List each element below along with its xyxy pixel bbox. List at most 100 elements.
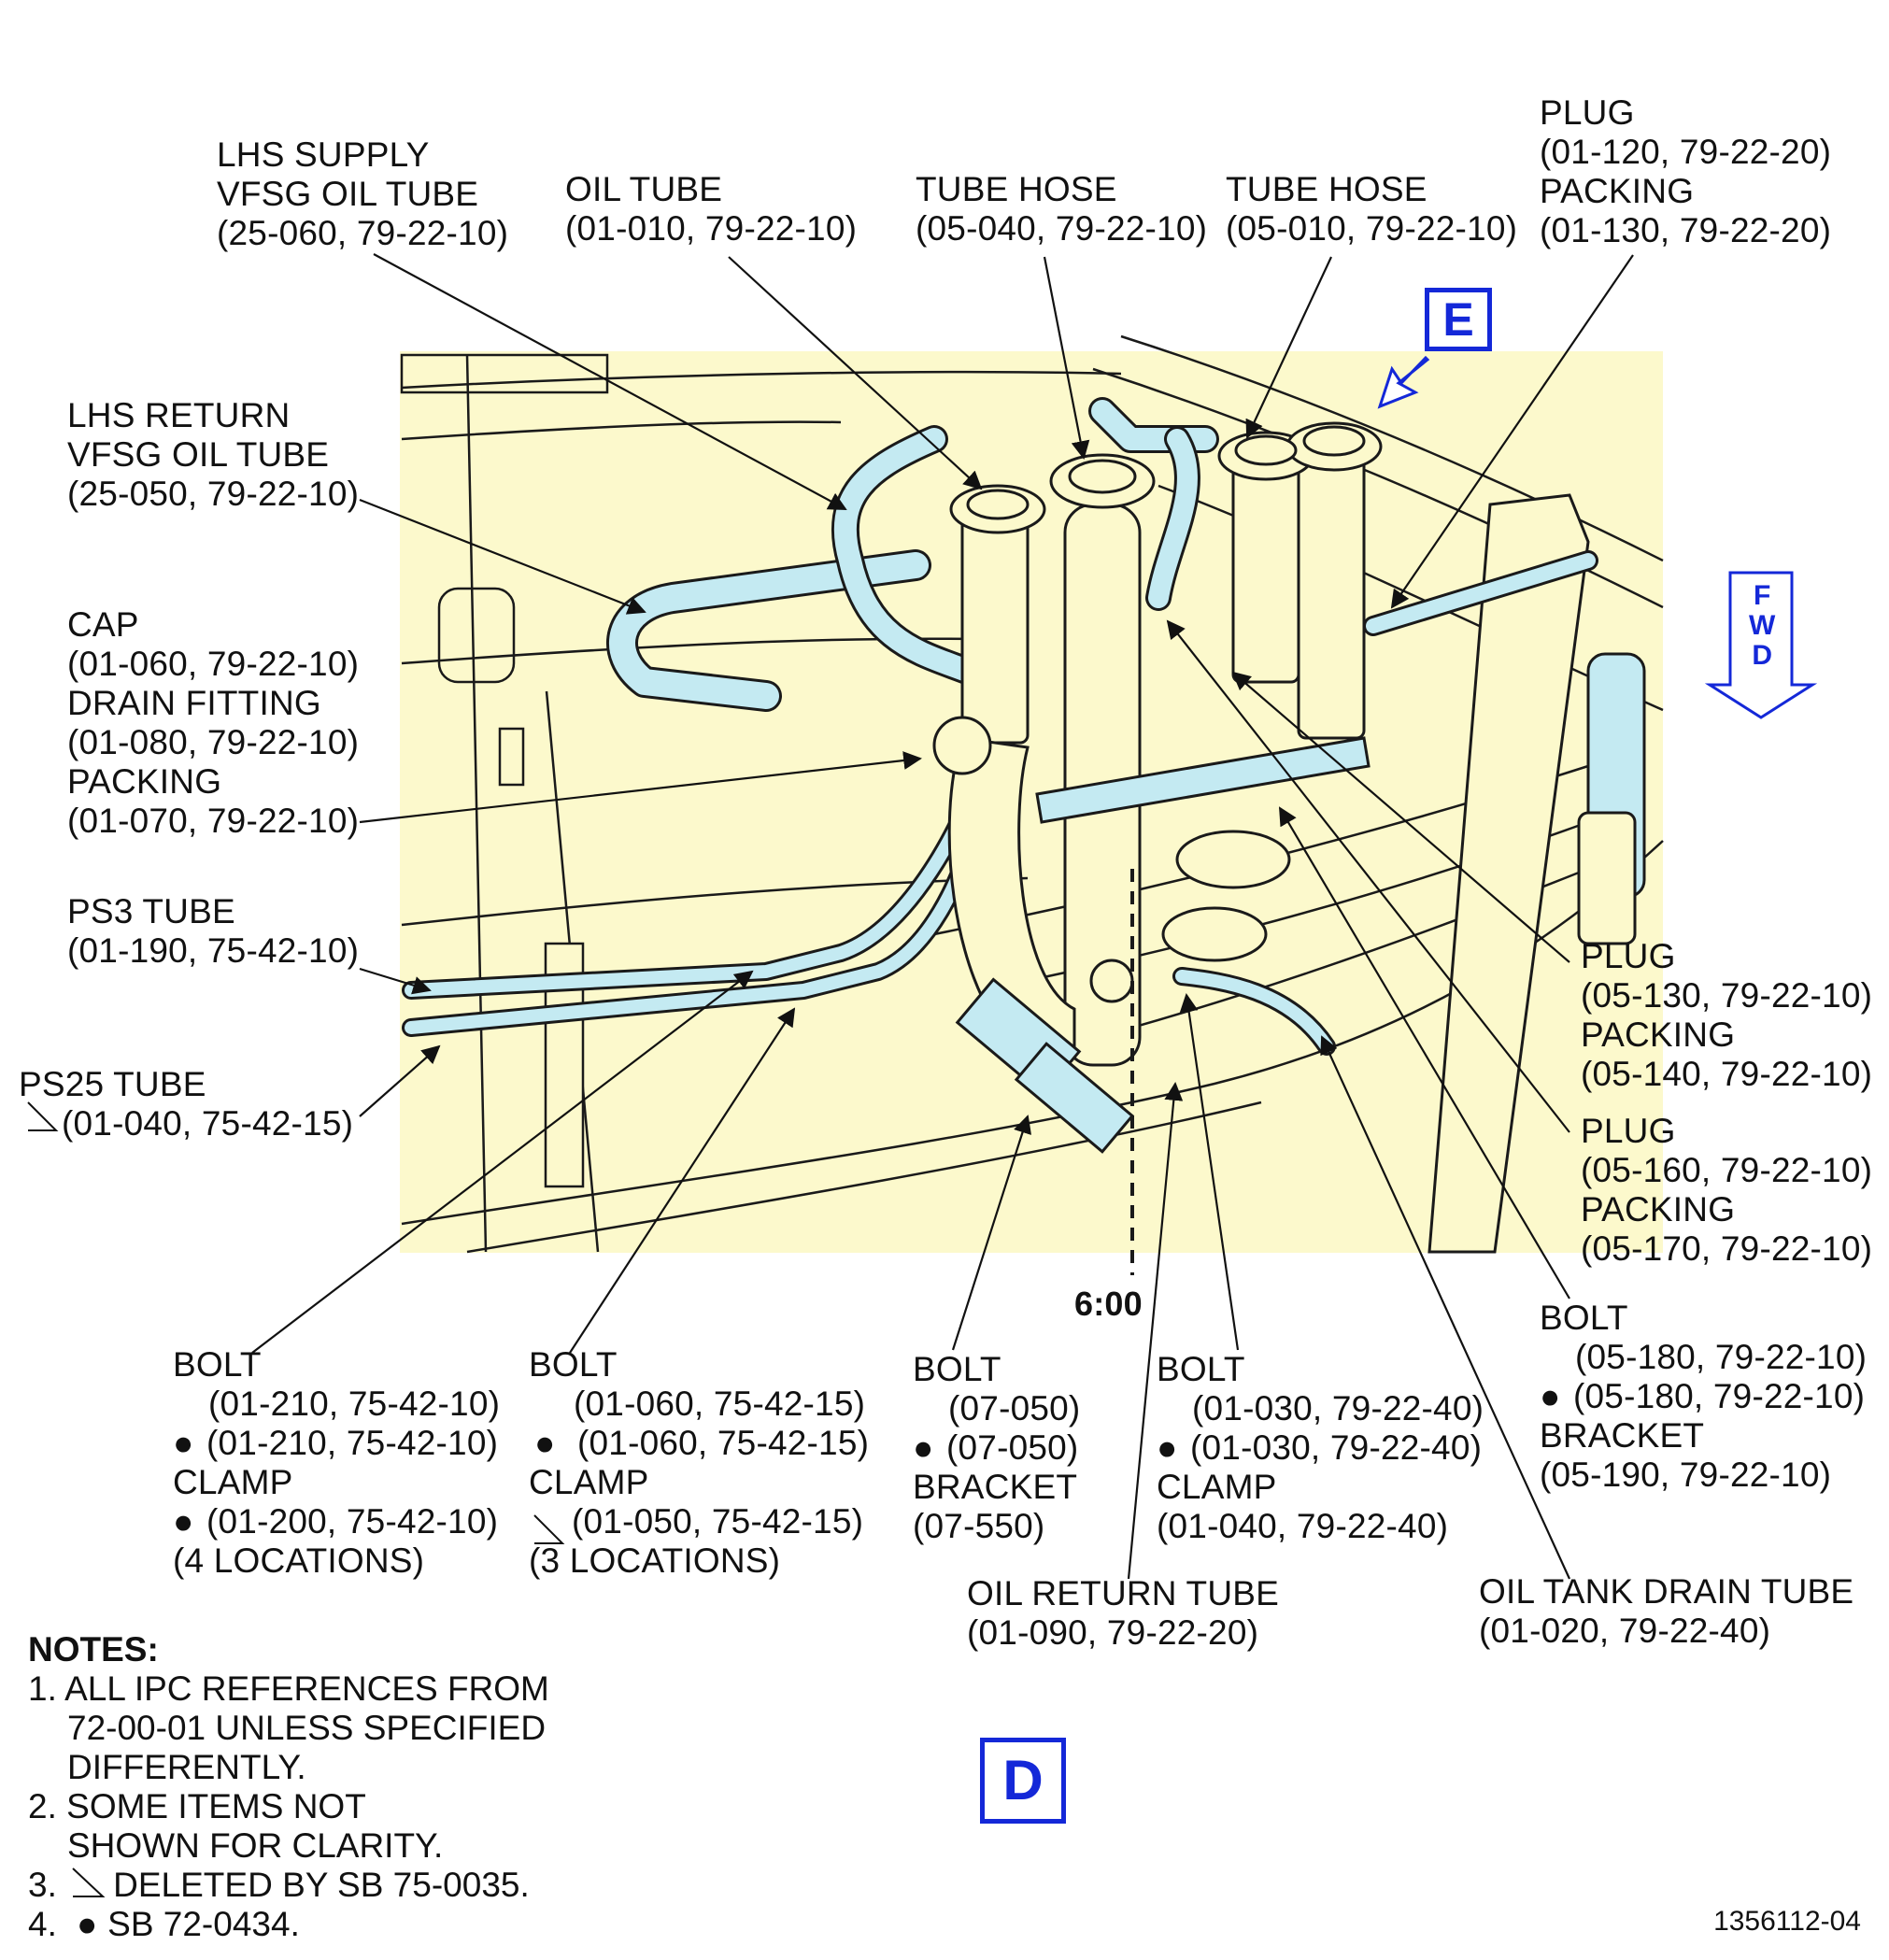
label-line: (01-210, 75-42-10) [206,1424,499,1462]
label-line: (05-010, 79-22-10) [1226,209,1518,248]
fwd-arrow [1704,571,1818,719]
label-ps3-tube: PS3 TUBE (01-190, 75-42-10) [67,892,359,971]
label-line: BRACKET [1540,1416,1705,1455]
label-line: (05-170, 79-22-10) [1581,1229,1873,1268]
note-line: 72-00-01 UNLESS SPECIFIED [67,1709,547,1747]
label-line: (01-060, 75-42-15) [577,1424,870,1462]
label-line: (01-030, 79-22-40) [1192,1389,1484,1427]
label-line: (05-040, 79-22-10) [916,209,1208,248]
label-oil-tank-drain-tube: OIL TANK DRAIN TUBE (01-020, 79-22-40) [1479,1572,1853,1651]
label-line: (05-140, 79-22-10) [1581,1055,1873,1093]
label-line: (01-060, 79-22-10) [67,645,360,683]
label-line: (07-050) [948,1389,1081,1427]
label-line: (01-120, 79-22-20) [1540,133,1832,171]
label-line: (01-080, 79-22-10) [67,723,360,761]
sb-72-0434-bullet-icon: ● [76,1905,98,1943]
clock-position-label: 6:00 [1074,1285,1143,1323]
label-line: (05-130, 79-22-10) [1581,976,1873,1015]
label-line: (01-070, 79-22-10) [67,802,360,840]
label-line: BOLT [913,1350,1001,1388]
label-line: TUBE HOSE [1226,170,1427,208]
label-line: (05-160, 79-22-10) [1581,1151,1873,1189]
view-d-label: D [980,1738,1066,1824]
sb-72-0434-bullet-icon: ● [1540,1377,1561,1415]
label-line: CLAMP [529,1463,649,1501]
label-line: CLAMP [1157,1468,1277,1506]
leader-lines [251,253,1634,1580]
label-line: TUBE HOSE [916,170,1117,208]
right-bracket-panel [1427,493,1646,1254]
fwd-label: F W D [1749,581,1776,671]
sb-72-0434-bullet-icon: ● [534,1424,556,1462]
label-line: CAP [67,605,139,644]
label-line: (3 LOCATIONS) [529,1541,781,1580]
fwd-letter: D [1752,640,1773,671]
label-line: OIL TANK DRAIN TUBE [1479,1572,1854,1611]
label-tube-hose-05-040: TUBE HOSE (05-040, 79-22-10) [916,170,1207,249]
label-tube-hose-05-010: TUBE HOSE (05-010, 79-22-10) [1226,170,1517,249]
note-number: 4. [28,1905,57,1943]
label-line: PACKING [67,762,222,801]
label-line: PACKING [1540,172,1695,210]
label-line: (01-040, 79-22-40) [1157,1507,1449,1545]
detail-e-callout[interactable]: E [1425,288,1492,351]
document-number: 1356112-04 [1713,1906,1861,1937]
label-line: (01-210, 75-42-10) [208,1385,501,1423]
label-line: (01-060, 75-42-15) [574,1385,866,1423]
label-line: PS25 TUBE [19,1065,206,1103]
label-line: (05-180, 79-22-10) [1573,1377,1866,1415]
label-line: BOLT [1157,1350,1245,1388]
deleted-symbols [27,1101,565,1897]
label-line: (07-050) [946,1428,1079,1467]
note-4: 4. ●SB 72-0434. [28,1905,549,1944]
label-line: (4 LOCATIONS) [173,1541,425,1580]
sb-72-0434-bullet-icon: ● [173,1424,194,1462]
label-bolt-clamp-01-060: BOLT (01-060, 75-42-15) ● (01-060, 75-42-… [529,1345,869,1581]
label-line: OIL TUBE [565,170,723,208]
tube-bracket [955,736,1371,1154]
notes-block: NOTES: 1. ALL IPC REFERENCES FROM 72-00-… [28,1630,549,1944]
fwd-letter: W [1749,610,1776,641]
label-line: OIL RETURN TUBE [967,1574,1279,1612]
label-line: (07-550) [913,1507,1045,1545]
label-line: PLUG [1540,93,1635,132]
label-line: BOLT [173,1345,262,1384]
label-bolt-bracket-07-050: BOLT (07-050) ●(07-050) BRACKET (07-550) [913,1350,1080,1546]
fwd-letter: F [1753,580,1771,611]
label-line: (25-050, 79-22-10) [67,475,360,513]
label-line: (05-180, 79-22-10) [1575,1338,1868,1376]
sb-72-0434-bullet-icon: ● [1157,1428,1178,1467]
note-line: DELETED BY SB 75-0035. [113,1866,530,1904]
note-line: 2. SOME ITEMS NOT [28,1787,366,1825]
sb-72-0434-bullet-icon: ● [913,1428,934,1467]
label-ps25-tube: PS25 TUBE (01-040, 75-42-15) [19,1065,353,1143]
label-line: (01-010, 79-22-10) [565,209,858,248]
label-plug-packing-05-130: PLUG (05-130, 79-22-10) PACKING (05-140,… [1581,937,1872,1094]
note-line: 1. ALL IPC REFERENCES FROM [28,1669,549,1708]
label-line: LHS RETURN [67,396,291,434]
label-line: DRAIN FITTING [67,684,321,722]
label-line: LHS SUPPLY [217,135,430,174]
label-line: BOLT [529,1345,618,1384]
label-bolt-clamp-01-210: BOLT (01-210, 75-42-10) ● (01-210, 75-42-… [173,1345,500,1581]
label-line: PS3 TUBE [67,892,235,930]
notes-title: NOTES: [28,1630,159,1669]
label-cap-drain-fitting-packing: CAP (01-060, 79-22-10) DRAIN FITTING (01… [67,605,359,841]
sb-72-0434-bullet-icon: ● [173,1502,194,1541]
label-line: (01-020, 79-22-40) [1479,1612,1771,1650]
note-line: SHOWN FOR CLARITY. [67,1826,444,1865]
label-bolt-clamp-01-030: BOLT (01-030, 79-22-40) ● (01-030, 79-22-… [1157,1350,1484,1546]
label-plug-packing-05-160: PLUG (05-160, 79-22-10) PACKING (05-170,… [1581,1112,1872,1269]
label-line: PACKING [1581,1016,1736,1054]
label-line: (01-030, 79-22-40) [1190,1428,1483,1467]
label-line: PACKING [1581,1190,1736,1229]
label-line: (01-200, 75-42-10) [206,1502,499,1541]
label-line: (05-190, 79-22-10) [1540,1456,1832,1494]
label-line: BOLT [1540,1299,1628,1337]
label-lhs-return-vfsg-oil-tube: LHS RETURN VFSG OIL TUBE (25-050, 79-22-… [67,396,359,514]
label-line: CLAMP [173,1463,293,1501]
detail-e-arrow [1377,355,1430,409]
note-1: 1. ALL IPC REFERENCES FROM 72-00-01 UNLE… [28,1669,549,1787]
label-oil-return-tube: OIL RETURN TUBE (01-090, 79-22-20) [967,1574,1279,1653]
